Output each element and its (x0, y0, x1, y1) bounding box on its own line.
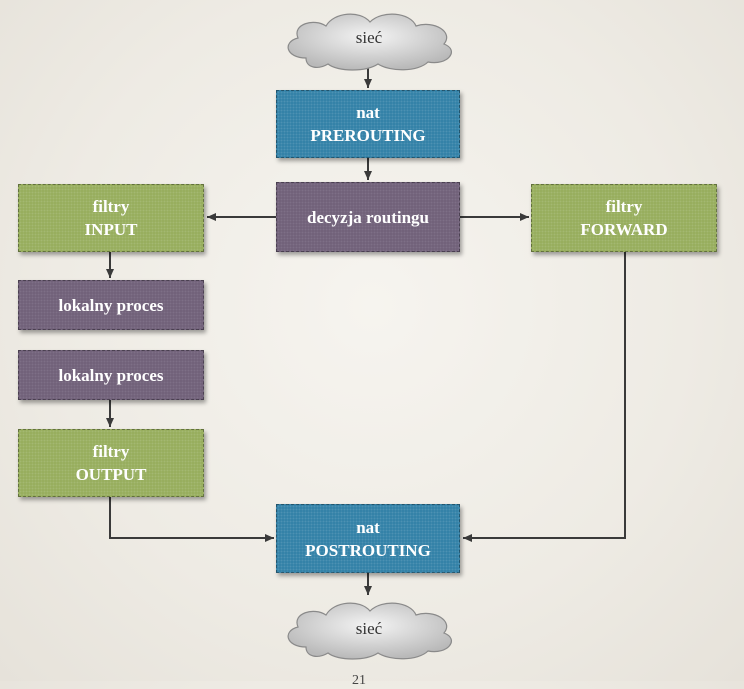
node-label-line2: OUTPUT (75, 465, 147, 484)
cloud-label: sieć (355, 619, 383, 638)
node-label-line1: filtry (92, 197, 130, 216)
nat-prerouting-node: nat PREROUTING (276, 90, 460, 158)
cloud-network-bottom: sieć (278, 597, 460, 661)
node-label-line1: nat (356, 103, 380, 122)
edge-forward-to-postrouting (463, 252, 626, 542)
cloud-icon (287, 13, 452, 71)
node-label-line2: POSTROUTING (305, 540, 431, 560)
filter-forward-node: filtry FORWARD (531, 184, 717, 252)
local-process-node-2: lokalny proces (18, 350, 204, 400)
node-label-line2: FORWARD (580, 220, 668, 239)
cloud-network-top: sieć (278, 8, 460, 72)
node-label-line1: lokalny proces (58, 295, 164, 315)
node-label-line2: INPUT (84, 220, 138, 239)
nat-postrouting-node: nat POSTROUTING (276, 504, 460, 573)
cloud-label: sieć (355, 28, 383, 47)
filter-output-node: filtry OUTPUT (18, 429, 204, 497)
node-label-line2: PREROUTING (310, 126, 426, 145)
node-label-line1: filtry (92, 442, 130, 461)
page-number: 21 (352, 673, 366, 688)
node-label-line1: lokalny proces (58, 365, 164, 385)
routing-decision-node: decyzja routingu (276, 182, 460, 252)
cloud-icon (287, 602, 452, 660)
node-label-line1: filtry (605, 197, 643, 216)
node-label-line1: decyzja routingu (307, 207, 429, 227)
filter-input-node: filtry INPUT (18, 184, 204, 252)
edge-output-to-postrouting (109, 497, 274, 542)
local-process-node-1: lokalny proces (18, 280, 204, 330)
node-label-line1: nat (356, 517, 380, 537)
